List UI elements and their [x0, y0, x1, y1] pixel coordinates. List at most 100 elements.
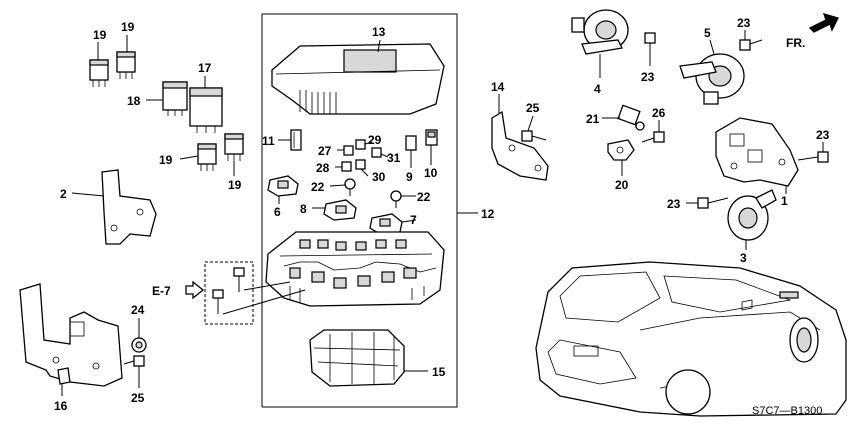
fuse-29	[355, 139, 366, 150]
callout-5: 5	[704, 26, 711, 40]
relay-19-lower-right	[224, 133, 244, 161]
leader-30	[360, 168, 369, 177]
callout-20: 20	[615, 178, 629, 192]
callout-16: 16	[54, 399, 68, 413]
callout-25-right: 25	[526, 101, 540, 115]
callout-3: 3	[740, 251, 747, 265]
callout-19-c: 19	[159, 153, 173, 167]
callout-10: 10	[424, 166, 438, 180]
leader-25-right	[527, 115, 534, 132]
e7-arrow	[185, 280, 205, 300]
relay-10	[425, 129, 438, 146]
callout-labels: 19 19 17 18 19 19 2 13 11 27 29 31 28 30…	[54, 16, 830, 417]
bolt-25-left	[123, 355, 145, 367]
callout-23-a: 23	[641, 70, 655, 84]
callout-14: 14	[491, 80, 505, 94]
bolt-22-right	[390, 190, 402, 208]
leader-31	[380, 153, 389, 158]
fuse-box-cover-13	[271, 43, 445, 115]
leader-5	[709, 39, 715, 55]
relay-18	[162, 81, 188, 116]
bracket-14	[491, 110, 549, 181]
fuse-28	[341, 161, 352, 172]
bracket-2	[101, 169, 157, 245]
relay-9	[405, 135, 417, 151]
bolt-22-center	[344, 178, 356, 196]
bolt-26	[641, 131, 665, 143]
callout-15: 15	[432, 365, 446, 379]
callout-23-d: 23	[667, 197, 681, 211]
relay-19-top-right	[116, 51, 136, 79]
horn-3	[727, 189, 777, 241]
fuse-box-sockets	[289, 239, 417, 289]
callout-29: 29	[368, 133, 382, 147]
horn-5	[679, 53, 745, 105]
relay-17	[189, 87, 223, 133]
leader-2	[71, 192, 105, 197]
callout-28: 28	[316, 161, 330, 175]
fuse-box-body	[265, 231, 445, 307]
bolt-23-horn5	[739, 39, 763, 51]
fuse-27	[343, 145, 354, 156]
clip-16	[57, 367, 71, 385]
callout-19-b: 19	[121, 20, 135, 34]
leader-13	[377, 39, 381, 53]
callout-12: 12	[481, 207, 495, 221]
callout-19-d: 19	[228, 178, 242, 192]
front-direction-label: FR.	[786, 36, 805, 50]
callout-27: 27	[318, 144, 332, 158]
leader-29	[364, 141, 373, 145]
callout-2: 2	[60, 187, 67, 201]
leader-7	[401, 219, 417, 223]
callout-11: 11	[262, 134, 275, 148]
fuse-31	[371, 147, 382, 158]
callout-21: 21	[586, 112, 600, 126]
fuse-box-group-frame	[262, 13, 458, 408]
callout-13: 13	[372, 25, 386, 39]
callout-23-b: 23	[737, 16, 751, 30]
relay-19-lower-left	[197, 143, 217, 171]
callout-9: 9	[406, 170, 413, 184]
bolt-23-right	[797, 151, 829, 163]
callout-30: 30	[372, 170, 386, 184]
callout-17: 17	[198, 61, 212, 75]
bolt-23-horn4	[644, 32, 656, 54]
bolt-group-dashed-box	[204, 261, 254, 325]
vehicle-outline	[535, 261, 847, 417]
bracket-8	[323, 199, 357, 221]
nut-24	[131, 337, 147, 353]
bolt-group-leader	[222, 281, 306, 315]
callout-4: 4	[594, 82, 601, 96]
callout-23-c: 23	[816, 128, 830, 142]
callout-26: 26	[652, 106, 666, 120]
fuse-30	[355, 159, 366, 170]
bracket-7	[369, 213, 403, 235]
cover-13-label-plate	[343, 49, 397, 73]
relay-19-top-left	[89, 59, 109, 87]
callout-1: 1	[781, 194, 788, 208]
callout-24: 24	[131, 303, 145, 317]
drawing-code: S7C7—B1300	[752, 405, 822, 417]
bolt-25-right	[521, 130, 547, 142]
callout-18: 18	[127, 94, 141, 108]
callout-25-left: 25	[131, 391, 145, 405]
bracket-6	[267, 175, 299, 197]
callout-19-a: 19	[93, 28, 107, 42]
fuse-puller-11	[290, 129, 302, 151]
callout-22-a: 22	[311, 180, 325, 194]
under-cover-15	[309, 329, 405, 387]
leader-19c	[179, 155, 199, 160]
e7-reference-label: E-7	[152, 284, 171, 298]
front-direction-arrow	[808, 13, 839, 33]
bolt-group	[212, 267, 245, 314]
bolt-23-left	[697, 197, 729, 209]
bracket-16	[19, 283, 123, 387]
callout-7: 7	[410, 213, 417, 227]
callout-31: 31	[387, 151, 401, 165]
leader-22-center	[329, 184, 346, 187]
horn-4	[571, 9, 629, 55]
sensor-21	[617, 104, 645, 131]
callout-8: 8	[300, 202, 307, 216]
callout-22-b: 22	[417, 190, 431, 204]
